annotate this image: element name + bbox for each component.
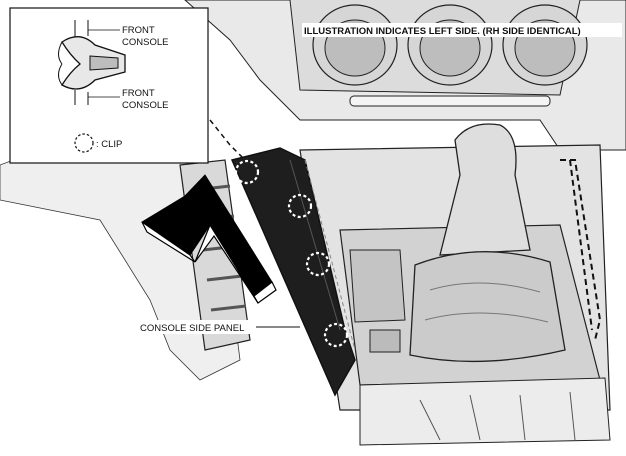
clip-marker-2 bbox=[287, 193, 313, 219]
clip-marker-4 bbox=[323, 322, 349, 348]
lh-panel-edge-outline bbox=[209, 119, 246, 161]
callout-console-side-panel: CONSOLE SIDE PANEL bbox=[138, 320, 300, 334]
console-switch bbox=[369, 329, 401, 353]
clip-markers bbox=[234, 159, 349, 348]
note-backdrop bbox=[302, 23, 622, 37]
clip-illustration bbox=[58, 20, 126, 105]
inset-bottom-label-line1: FRONT bbox=[122, 88, 155, 99]
inset-bottom-label-line2: CONSOLE bbox=[122, 100, 168, 111]
removal-direction-arrow bbox=[141, 174, 277, 304]
inset-clip-detail: FRONT CONSOLE FRONT CONSOLE : CLIP bbox=[9, 7, 209, 164]
shift-lever bbox=[409, 123, 566, 363]
inset-top-label-line2: CONSOLE bbox=[122, 37, 168, 48]
clip-legend-label: : CLIP bbox=[96, 139, 122, 150]
rh-side-panel-outline bbox=[560, 159, 602, 341]
console-switch-tray bbox=[349, 249, 406, 323]
dashboard bbox=[184, 0, 626, 151]
console-side-panel-label: CONSOLE SIDE PANEL bbox=[140, 323, 244, 334]
shift-boot bbox=[409, 251, 566, 363]
illustration-note: ILLUSTRATION INDICATES LEFT SIDE. (RH SI… bbox=[304, 26, 581, 37]
cd-slot bbox=[349, 95, 551, 107]
inset-top-label-line1: FRONT bbox=[122, 25, 155, 36]
clip-marker-1 bbox=[234, 159, 260, 185]
clip-legend-icon bbox=[74, 133, 94, 153]
clip-marker-3 bbox=[305, 251, 331, 277]
inset-frame bbox=[9, 7, 209, 164]
